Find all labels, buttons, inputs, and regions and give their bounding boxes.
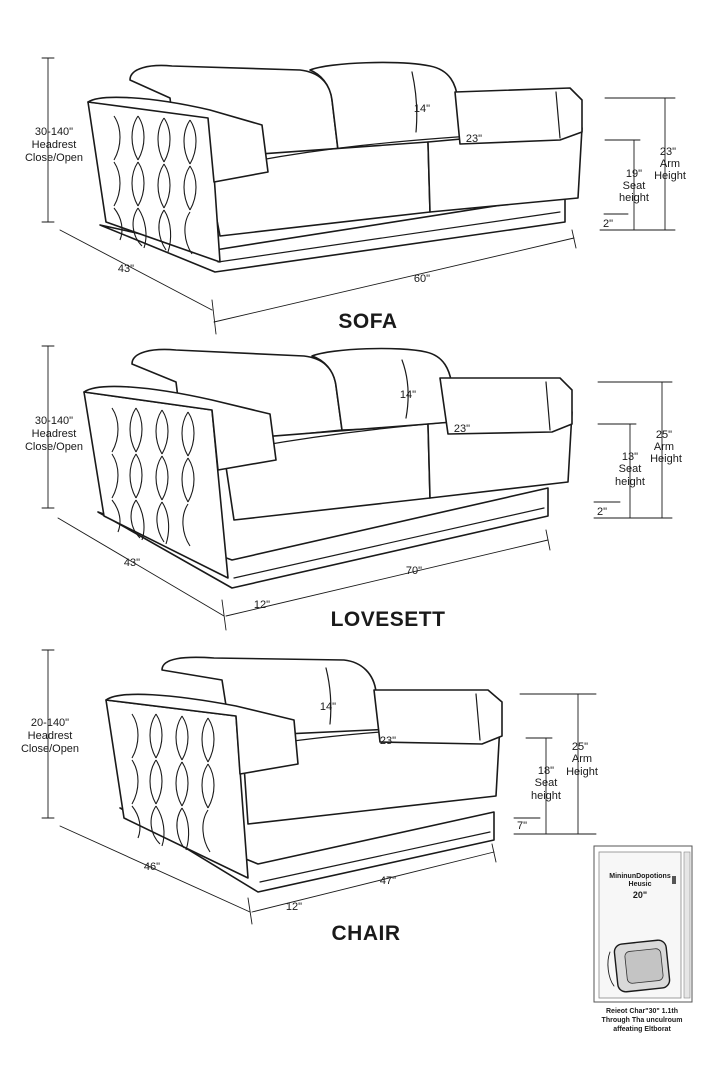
loveseat-width-label: 70" (406, 565, 422, 577)
doorway-width-value: 20" (633, 890, 647, 900)
loveseat-back-cushion-right (311, 347, 457, 431)
sofa-seat-height-sublabel: height (619, 192, 649, 204)
sofa-back-height-label: 14" (414, 103, 430, 115)
sofa-headrest-value: 30-140" (35, 126, 73, 138)
loveseat-arm-right (439, 377, 573, 435)
loveseat-arm-height-value: 25" (656, 429, 672, 441)
sofa-back-cushion-right (309, 61, 463, 151)
chair-headrest-sublabel: Close/Open (21, 743, 79, 755)
doorway-caption-1: Reieot Char"30" 1.1th (606, 1008, 678, 1015)
loveseat-headrest-value: 30-140" (35, 415, 73, 427)
sofa-arm-height-sublabel: Height (654, 170, 686, 182)
loveseat-drawing (83, 347, 573, 589)
loveseat-arm-height-label: Arm (654, 441, 674, 453)
chair-headrest-label: Headrest (28, 730, 73, 742)
sofa-seat-height-label: Seat (623, 180, 646, 192)
loveseat-seat-height-label: Seat (619, 463, 642, 475)
loveseat-back-height-label: 14" (400, 389, 416, 401)
chair-headrest-value: 20-140" (31, 717, 69, 729)
chair-dimensions: 20-140" Headrest Close/Open 46" 47" 12" … (21, 649, 598, 925)
sofa-seat-depth-label: 23" (466, 133, 482, 145)
loveseat-arm-left-front (83, 391, 229, 579)
sofa-base-label: 2" (603, 218, 613, 230)
sofa-arm-right (454, 87, 583, 145)
sofa-headrest-sublabel: Close/Open (25, 152, 83, 164)
loveseat-headrest-label: Headrest (32, 428, 77, 440)
loveseat-arm-width-label: 12" (254, 599, 270, 611)
chair-base-label: 7" (517, 820, 527, 832)
chair-seat-height-sublabel: height (531, 790, 561, 802)
loveseat-seat-depth-label: 23" (454, 423, 470, 435)
sofa-arm-height-label: Arm (660, 158, 680, 170)
loveseat-depth-label: 43" (124, 557, 140, 569)
doorway-chair-icon (607, 939, 671, 993)
doorway-line1: MininunDopotions (609, 873, 671, 880)
sofa-headrest-label: Headrest (32, 139, 77, 151)
loveseat-arm-height-sublabel: Height (650, 453, 682, 465)
sofa-dimensions: 30-140" Headrest Close/Open 43" 60" 14" … (25, 57, 686, 335)
chair-drawing (105, 656, 503, 893)
chair-width-label: 47" (380, 875, 396, 887)
chair-arm-height-label: Arm (572, 753, 592, 765)
chair-seat-depth-label: 23" (380, 735, 396, 747)
chair-arm-right (373, 689, 503, 745)
sofa-drawing (87, 61, 583, 273)
sofa-arm-left-top (87, 96, 269, 183)
sofa-seat-height-value: 19" (626, 168, 642, 180)
loveseat-arm-left-top (83, 385, 277, 471)
sofa-arm-height-value: 23" (660, 146, 676, 158)
doorway-line2: Heusic (629, 881, 652, 888)
chair-arm-height-sublabel: Height (566, 766, 598, 778)
loveseat-seat-height-value: 13" (622, 451, 638, 463)
chair-title: CHAIR (332, 922, 401, 945)
loveseat-headrest-sublabel: Close/Open (25, 441, 83, 453)
sofa-title: SOFA (338, 310, 397, 333)
loveseat-base-label: 2" (597, 506, 607, 518)
chair-depth-label: 46" (144, 861, 160, 873)
loveseat-dimensions: 30-140" Headrest Close/Open 43" 70" 12" … (25, 345, 682, 631)
doorway-inset: MininunDopotions Heusic 20" Reieot Char"… (593, 845, 693, 1033)
loveseat-title: LOVESETT (331, 608, 446, 631)
sofa-arm-left-front (87, 101, 221, 263)
chair-back-height-label: 14" (320, 701, 336, 713)
chair-seat-height-value: 18" (538, 765, 554, 777)
chair-arm-left-top (105, 693, 299, 775)
doorway-caption-2: Through Tha unculroum (602, 1017, 683, 1024)
sofa-width-label: 60" (414, 273, 430, 285)
chair-arm-width-label: 12" (286, 901, 302, 913)
sofa-depth-label: 43" (118, 263, 134, 275)
loveseat-seat-height-sublabel: height (615, 476, 645, 488)
chair-arm-height-value: 25" (572, 741, 588, 753)
chair-seat-height-label: Seat (535, 777, 558, 789)
doorway-caption-3: affeating Eltborat (613, 1026, 671, 1033)
